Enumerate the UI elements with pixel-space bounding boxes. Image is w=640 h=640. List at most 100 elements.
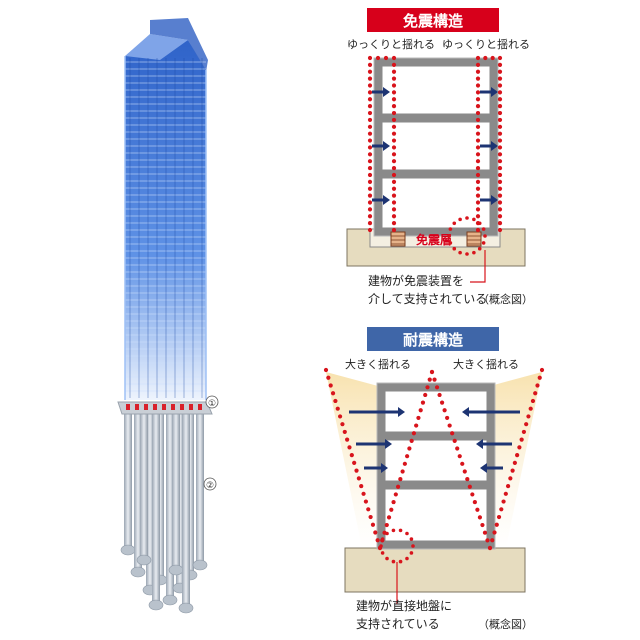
isolation-dot <box>391 193 397 198</box>
isolation-dot <box>391 110 397 116</box>
pile-base <box>136 554 152 566</box>
resistant-dot <box>485 538 490 543</box>
resistant-dot <box>452 438 457 443</box>
isolation-dot <box>391 55 397 61</box>
isolation-dot <box>367 76 373 81</box>
isolation-dot <box>475 69 481 74</box>
isolation-dot <box>475 179 481 184</box>
isolation-dot <box>497 193 503 198</box>
isolation-callout-dot <box>452 221 457 226</box>
isolation-note: （概念図） <box>478 292 533 306</box>
resistant-dot <box>465 477 470 482</box>
resistant-label-left: 大きく揺れる <box>345 357 411 371</box>
resistant-callout-dot <box>391 528 396 533</box>
isolation-dot <box>367 138 373 143</box>
isolation-dot <box>497 62 503 67</box>
isolation-caption-line2: 介して支持されている <box>368 291 487 306</box>
isolation-dot <box>497 104 503 109</box>
isolation-dot <box>497 55 503 61</box>
resistant-dot <box>496 514 502 520</box>
resistant-callout-dot <box>391 559 396 564</box>
isolation-bearings <box>390 231 482 247</box>
isolation-arrow-right <box>491 195 498 205</box>
isolation-dot <box>391 227 397 233</box>
resistant-dot <box>515 453 520 458</box>
isolation-dot <box>475 152 481 157</box>
resistant-dot <box>450 431 455 436</box>
resistant-arrow-left <box>398 407 405 417</box>
resistant-dot <box>482 530 488 535</box>
isolation-dot <box>475 55 481 61</box>
resistant-dot <box>492 530 497 535</box>
isolator <box>198 404 202 410</box>
isolator <box>126 404 130 410</box>
resistant-dot <box>445 415 450 421</box>
marker-1-label: ① <box>208 399 216 409</box>
resistant-dot <box>375 538 380 543</box>
resistant-dot <box>326 375 331 380</box>
isolation-callout-dot <box>472 217 476 222</box>
pile-base <box>120 544 136 556</box>
resistant-dot <box>447 423 452 428</box>
resistant-dot <box>521 429 527 435</box>
isolation-dot <box>367 55 373 61</box>
isolation-dot <box>367 221 373 226</box>
resistant-dot <box>391 499 396 505</box>
isolation-dot <box>475 172 481 178</box>
isolation-dot <box>367 165 373 171</box>
isolation-dot <box>391 97 397 102</box>
isolation-dot <box>391 62 397 67</box>
isolation-dot <box>497 138 503 143</box>
resistant-dot <box>439 400 445 405</box>
resistant-sway-arrows <box>349 407 520 473</box>
isolation-dot <box>497 90 503 95</box>
resistant-dot <box>499 507 504 512</box>
isolation-callout-dot <box>448 227 453 231</box>
isolation-dot <box>497 186 503 191</box>
resistant-sway-glow-left <box>326 372 378 548</box>
isolation-callout-dot <box>477 221 482 226</box>
isolation-dot <box>497 97 503 102</box>
resistant-arrow-right <box>476 439 483 449</box>
pile-shaft <box>140 414 148 560</box>
resistant-dot <box>361 491 366 496</box>
resistant-dot <box>330 391 336 396</box>
resistant-dot <box>342 429 347 435</box>
resistant-sway-glow-right <box>490 372 542 548</box>
isolation-dot <box>367 214 373 219</box>
resistant-dot <box>501 499 506 504</box>
resistant-dot <box>425 385 430 390</box>
resistant-dot <box>405 454 410 459</box>
isolation-callout-dot <box>465 252 469 256</box>
isolation-dot <box>497 159 503 164</box>
isolation-dot <box>367 117 373 123</box>
isolation-dot <box>367 90 373 95</box>
resistant-callout-dot <box>409 537 414 541</box>
isolation-leader <box>470 250 486 283</box>
isolation-caption-line1: 建物が免震装置を <box>368 273 464 288</box>
resistant-dot <box>537 375 542 380</box>
resistant-dot <box>508 476 513 481</box>
resistant-dot <box>472 499 477 505</box>
isolation-callout-dot <box>452 246 457 251</box>
isolation-dot <box>490 55 495 61</box>
isolation-callout-dot <box>477 246 482 251</box>
isolation-callout-dot <box>481 227 486 231</box>
isolation-dot <box>497 152 503 157</box>
resistant-dot <box>363 499 369 504</box>
isolator <box>135 404 139 410</box>
isolation-dot <box>497 172 503 178</box>
resistant-caption-line1: 建物が直接地盤に <box>356 598 452 613</box>
isolation-dot <box>391 200 397 205</box>
resistant-dot <box>354 468 359 473</box>
resistant-dot <box>494 522 499 527</box>
pile-base <box>148 599 164 611</box>
isolation-dot <box>497 110 503 116</box>
isolation-dot <box>391 214 397 219</box>
resistant-callout-dot <box>380 537 385 541</box>
isolation-dot <box>497 76 503 81</box>
isolation-dot <box>367 110 373 116</box>
resistant-dot <box>411 431 417 436</box>
marker-2: ② <box>203 477 217 491</box>
isolation-dot <box>497 227 503 233</box>
